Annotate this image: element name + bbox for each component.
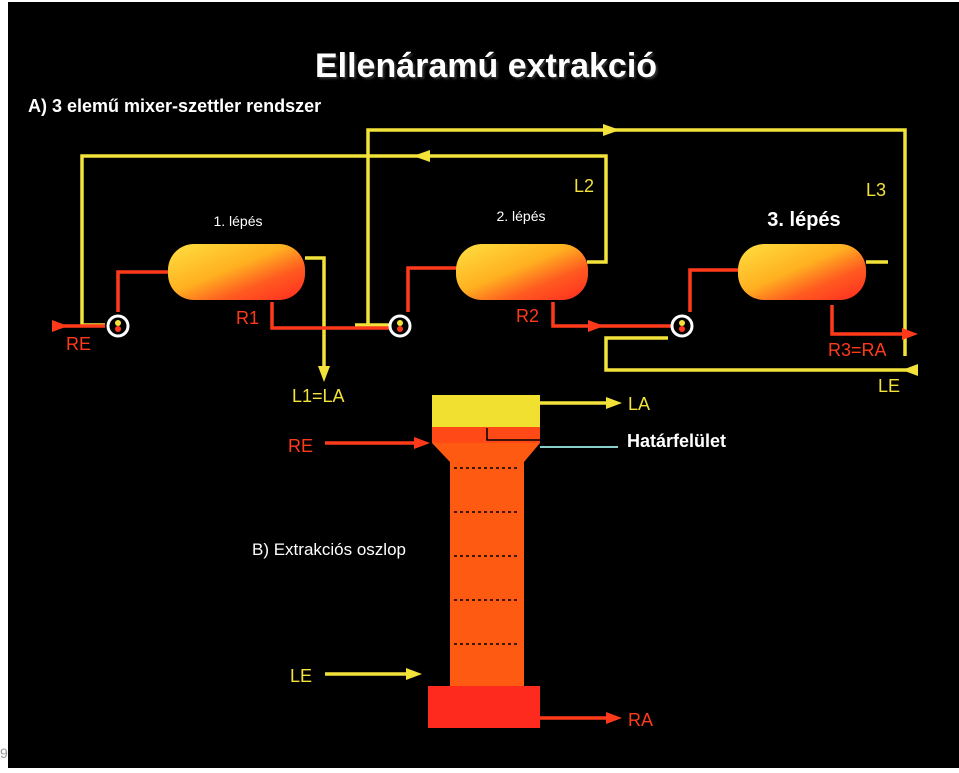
- mixer-2: [388, 314, 412, 338]
- stream-label-r2: R2: [516, 306, 539, 326]
- arrow-head: [406, 668, 422, 680]
- arrow-head: [603, 124, 620, 136]
- mixer-3: [670, 314, 694, 338]
- stream-label-l2: L2: [574, 176, 594, 196]
- stream-label-la: LA: [628, 394, 650, 414]
- arrow-head: [902, 328, 918, 340]
- stream-label-le-column: LE: [290, 666, 312, 686]
- settler-2: [456, 244, 588, 300]
- arrow-head: [413, 150, 430, 162]
- stream-label-le-top: LE: [878, 376, 900, 396]
- stream-label-l1la: L1=LA: [292, 386, 345, 406]
- stream-label-r1: R1: [236, 308, 259, 328]
- settler-1: [168, 244, 305, 300]
- arrow-head: [902, 364, 918, 376]
- stream-label-ra: RA: [628, 710, 653, 730]
- arrow-head: [318, 366, 330, 382]
- arrow-head: [588, 320, 604, 332]
- section-a-label: A) 3 elemű mixer-szettler rendszer: [24, 92, 340, 120]
- step-label-3: 3. lépés: [742, 205, 866, 235]
- page-title: Ellenáramú extrakció: [306, 40, 666, 92]
- settler-3: [738, 244, 866, 300]
- interface-label: Határfelület: [627, 431, 727, 451]
- page-number: 9: [0, 745, 8, 761]
- stream-label-r3ra: R3=RA: [828, 340, 887, 360]
- mixer-1: [106, 314, 130, 338]
- stream-label-l3: L3: [866, 180, 886, 200]
- step-label-1: 1. lépés: [190, 208, 286, 234]
- arrow-head: [606, 397, 622, 409]
- section-b-label: B) Extrakciós oszlop: [224, 536, 434, 564]
- stream-label-re: RE: [66, 334, 91, 354]
- arrow-head: [414, 437, 430, 449]
- extraction-column: [428, 395, 540, 728]
- stream-label-re-column: RE: [288, 436, 313, 456]
- step-label-2: 2. lépés: [473, 203, 569, 229]
- arrow-head: [606, 712, 622, 724]
- arrow-head: [52, 320, 68, 332]
